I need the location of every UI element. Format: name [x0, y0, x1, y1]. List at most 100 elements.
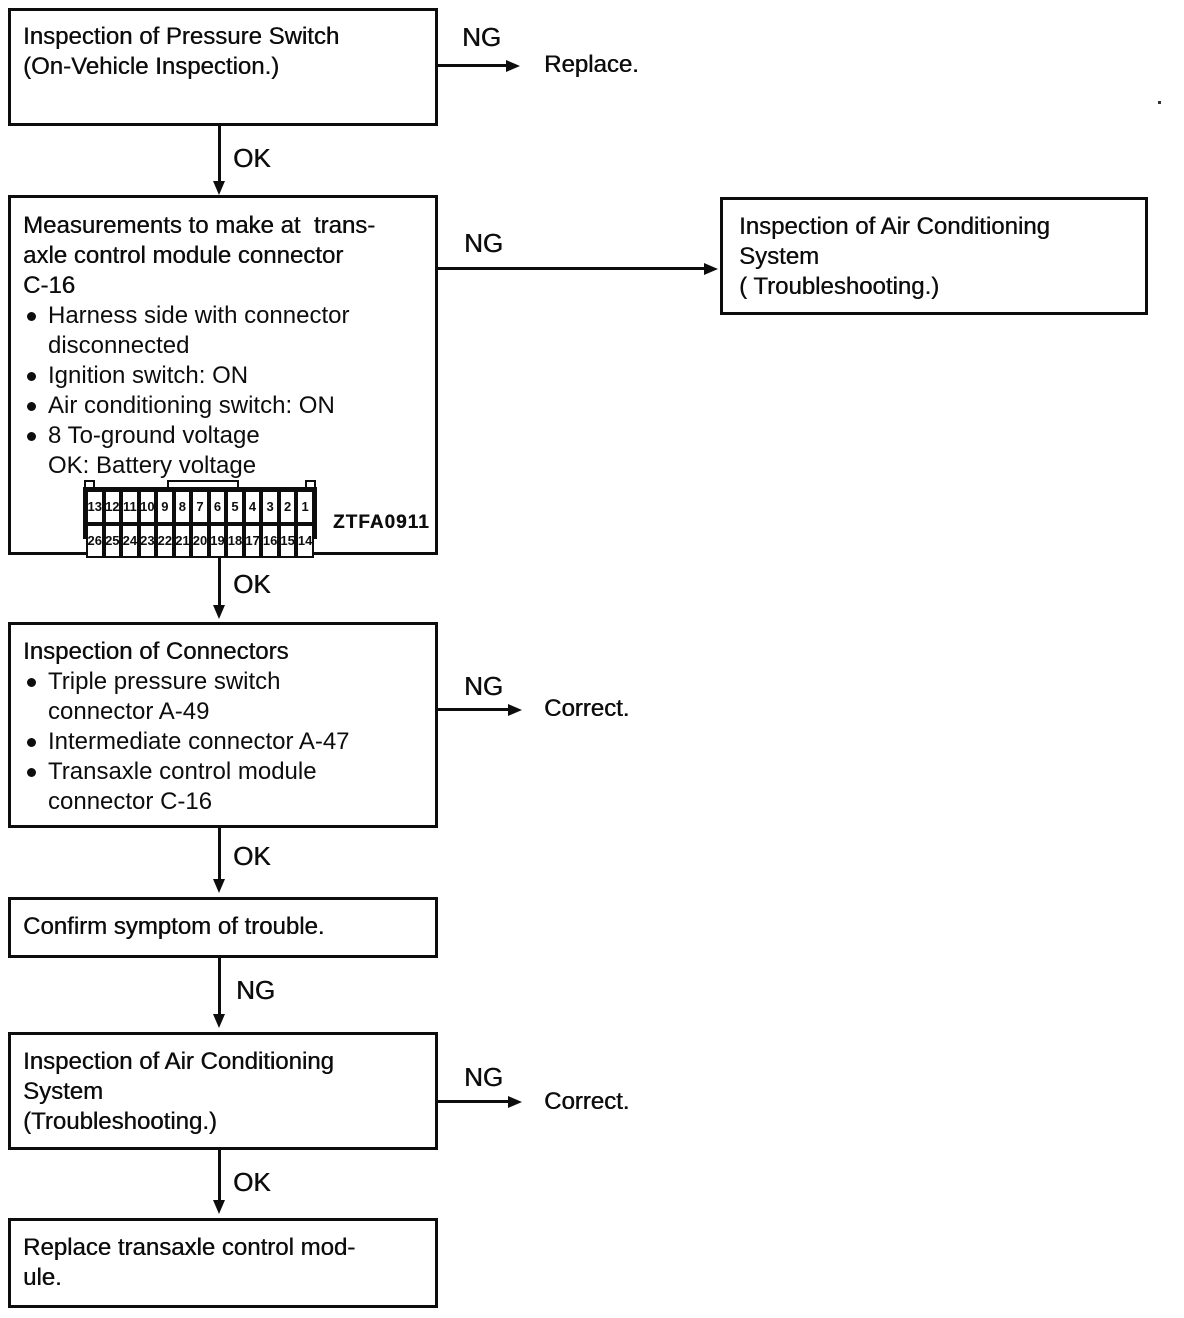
arrowhead-right-icon	[508, 1096, 522, 1108]
connector-pin: 4	[243, 490, 262, 524]
bullet-icon	[27, 432, 36, 441]
connector-pin: 13	[86, 490, 104, 524]
node-ac-inspection-ng: Inspection of Air Conditioning System ( …	[720, 197, 1148, 315]
arrow-line	[218, 555, 221, 607]
node-text-line: (On-Vehicle Inspection.)	[23, 53, 280, 80]
node-text-line: axle control module connector	[23, 242, 344, 269]
connector-pin: 24	[121, 524, 139, 558]
arrowhead-down-icon	[213, 605, 225, 619]
node-connectors-inspection: Inspection of Connectors Triple pressure…	[8, 622, 438, 828]
connector-pin: 21	[173, 524, 192, 558]
bullet-item: 8 To-ground voltage OK: Battery voltage	[11, 421, 435, 481]
scan-artifact-dot	[1158, 101, 1161, 104]
figure-code: ZTFA0911	[333, 512, 430, 533]
terminal-correct-ac: Correct.	[544, 1088, 630, 1115]
ok-label: OK	[233, 569, 271, 599]
node-text-line: Replace transaxle control mod-	[23, 1234, 356, 1261]
arrow-line	[218, 1150, 221, 1202]
arrow-line	[218, 828, 221, 881]
arrowhead-right-icon	[704, 263, 718, 275]
connector-pin: 14	[296, 524, 314, 558]
node-text-line: Inspection of Air Conditioning	[23, 1048, 334, 1075]
arrow-line	[438, 64, 508, 67]
arrowhead-down-icon	[213, 879, 225, 893]
bullet-item: Ignition switch: ON	[11, 361, 435, 391]
bullet-text-line: 8 To-ground voltage	[48, 422, 260, 449]
node-text-line: Inspection of Connectors	[23, 638, 289, 665]
connector-pin: 17	[243, 524, 262, 558]
bullet-text-line: Harness side with connector	[48, 302, 350, 329]
connector-pin: 11	[121, 490, 139, 524]
connector-pin: 12	[103, 490, 122, 524]
node-pressure-switch-inspection: Inspection of Pressure Switch (On-Vehicl…	[8, 8, 438, 126]
arrow-line	[438, 1100, 510, 1103]
bullet-text-line: connector C-16	[48, 788, 213, 815]
bullet-icon	[27, 402, 36, 411]
bullet-text-line: Air conditioning switch: ON	[48, 392, 335, 419]
bullet-text-line: Ignition switch: ON	[48, 362, 249, 389]
connector-pin: 16	[261, 524, 279, 558]
bullet-item: Intermediate connector A-47	[11, 727, 435, 757]
ok-label: OK	[233, 143, 271, 173]
connector-pin: 19	[208, 524, 227, 558]
node-confirm-symptom: Confirm symptom of trouble.	[8, 897, 438, 958]
bullet-text-line: OK: Battery voltage	[48, 452, 257, 479]
ng-label: NG	[464, 1062, 503, 1092]
node-text-line: ule.	[23, 1264, 62, 1291]
bullet-item: Triple pressure switch connector A-49	[11, 667, 435, 727]
node-text-line: System	[739, 243, 820, 270]
ok-label: OK	[233, 841, 271, 871]
bullet-text-line: Triple pressure switch	[48, 668, 281, 695]
node-text-line: (Troubleshooting.)	[23, 1108, 217, 1135]
connector-pin: 23	[138, 524, 157, 558]
bullet-icon	[27, 372, 36, 381]
bullet-icon	[27, 678, 36, 687]
bullet-icon	[27, 768, 36, 777]
bullet-item: Air conditioning switch: ON	[11, 391, 435, 421]
connector-pin: 15	[278, 524, 297, 558]
bullet-text-line: disconnected	[48, 332, 190, 359]
node-measurements-c16: Measurements to make at trans- axle cont…	[8, 195, 438, 558]
node-replace-module: Replace transaxle control mod- ule.	[8, 1218, 438, 1308]
connector-pin: 7	[191, 490, 209, 524]
arrow-line	[218, 958, 221, 1016]
ok-label: OK	[233, 1167, 271, 1197]
connector-pin: 2	[278, 490, 297, 524]
connector-pin: 10	[138, 490, 157, 524]
terminal-replace: Replace.	[544, 51, 639, 78]
arrowhead-right-icon	[508, 704, 522, 716]
bullet-icon	[27, 738, 36, 747]
node-text-line: Inspection of Pressure Switch	[23, 23, 340, 50]
arrow-line	[438, 267, 706, 270]
connector-pin: 25	[103, 524, 122, 558]
connector-pin: 6	[208, 490, 227, 524]
node-text-line: ( Troubleshooting.)	[739, 273, 940, 300]
arrowhead-down-icon	[213, 1200, 225, 1214]
connector-pin: 18	[226, 524, 244, 558]
connector-pin: 9	[156, 490, 174, 524]
connector-pin: 5	[226, 490, 244, 524]
bullet-text-line: Intermediate connector A-47	[48, 728, 350, 755]
bullet-item: Harness side with connector disconnected	[11, 301, 435, 361]
bullet-text-line: Transaxle control module	[48, 758, 317, 785]
ng-label: NG	[462, 22, 501, 52]
terminal-correct-connectors: Correct.	[544, 695, 630, 722]
bullet-item: Transaxle control module connector C-16	[11, 757, 435, 817]
arrow-line	[438, 708, 510, 711]
node-text-line: System	[23, 1078, 104, 1105]
ng-label: NG	[236, 975, 275, 1005]
connector-pin: 20	[191, 524, 209, 558]
arrowhead-down-icon	[213, 181, 225, 195]
arrowhead-down-icon	[213, 1014, 225, 1028]
ng-label: NG	[464, 228, 503, 258]
bullet-text-line: connector A-49	[48, 698, 210, 725]
arrowhead-right-icon	[506, 60, 520, 72]
ng-label: NG	[464, 671, 503, 701]
arrow-line	[218, 126, 221, 183]
bullet-icon	[27, 312, 36, 321]
